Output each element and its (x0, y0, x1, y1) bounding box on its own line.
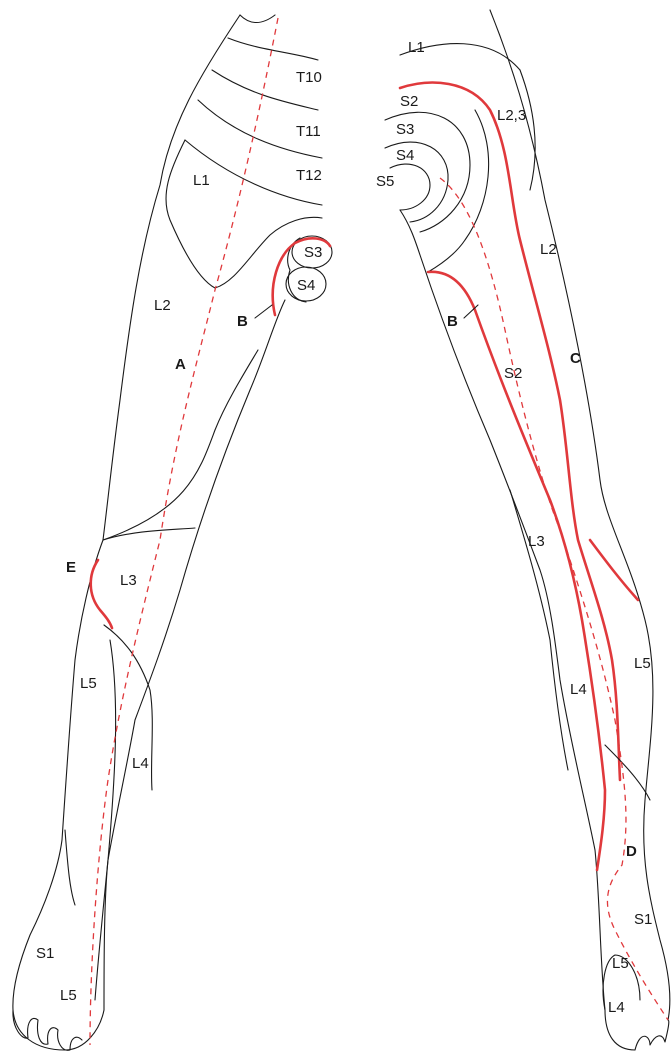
anterior-label-l2: L2 (154, 297, 171, 314)
anterior-label-l3: L3 (120, 572, 137, 589)
posterior-l23-arc (520, 70, 535, 190)
posterior-label-l23: L2,3 (497, 107, 526, 124)
anterior-l1-region (166, 140, 322, 288)
posterior-l3-boundary (510, 490, 568, 770)
anterior-label-l5-leg: L5 (80, 675, 97, 692)
posterior-label-l5: L5 (634, 655, 651, 672)
posterior-marker-d: D (626, 843, 637, 860)
anterior-b-leader (255, 305, 272, 318)
anterior-label-s3: S3 (304, 244, 322, 261)
posterior-inner-outline (400, 210, 635, 1050)
posterior-d-dashed-line (440, 178, 668, 1020)
anterior-label-s4: S4 (297, 277, 315, 294)
anterior-label-l1: L1 (193, 172, 210, 189)
posterior-label-l4: L4 (570, 681, 587, 698)
anterior-l2-l3-boundary (103, 350, 258, 540)
posterior-label-l4-foot: L4 (608, 999, 625, 1016)
anterior-e-red-line (91, 560, 112, 628)
anterior-marker-a: A (175, 356, 186, 373)
anterior-label-t12: T12 (296, 167, 322, 184)
anterior-label-l4: L4 (132, 755, 149, 772)
posterior-l5-red-branch (590, 540, 638, 600)
posterior-marker-b: B (447, 313, 458, 330)
posterior-label-l2: L2 (540, 241, 557, 258)
anterior-label-t10: T10 (296, 69, 322, 86)
anterior-waist-line (240, 15, 275, 23)
anterior-label-s1: S1 (36, 945, 54, 962)
posterior-toes (635, 1020, 669, 1050)
posterior-s4-arc (385, 142, 448, 222)
posterior-l4-l5-boundary (605, 745, 650, 800)
posterior-c-red-line (400, 83, 620, 780)
posterior-label-l1: L1 (408, 39, 425, 56)
anterior-l5-l4-boundary (95, 640, 116, 1000)
posterior-label-s2-top: S2 (400, 93, 418, 110)
anterior-marker-e: E (66, 559, 76, 576)
posterior-view: L1 S2 L2,3 S3 S4 S5 L2 B C S2 L3 L5 L4 D… (376, 10, 670, 1050)
posterior-label-s4: S4 (396, 147, 414, 164)
anterior-limb-outline (13, 15, 285, 1050)
anterior-ankle-line (65, 830, 75, 905)
anterior-marker-b: B (237, 313, 248, 330)
posterior-label-s1: S1 (634, 911, 652, 928)
anterior-view: T10 T11 T12 L1 S3 S4 L2 B A E L3 L5 L4 S… (13, 15, 332, 1050)
posterior-label-s2-thigh: S2 (504, 365, 522, 382)
anterior-label-t11: T11 (296, 123, 321, 140)
posterior-s2-outer-arc (428, 110, 489, 272)
anterior-a-dashed-line (90, 18, 278, 1045)
posterior-label-l5-foot: L5 (612, 955, 629, 972)
posterior-label-s3: S3 (396, 121, 414, 138)
anterior-toes (13, 1010, 82, 1050)
posterior-label-l3: L3 (528, 533, 545, 550)
posterior-s5-arc (390, 164, 430, 210)
anterior-knee-line (103, 528, 195, 540)
anterior-label-l5-foot: L5 (60, 987, 77, 1004)
posterior-label-s5: S5 (376, 173, 394, 190)
posterior-marker-c: C (570, 350, 581, 367)
